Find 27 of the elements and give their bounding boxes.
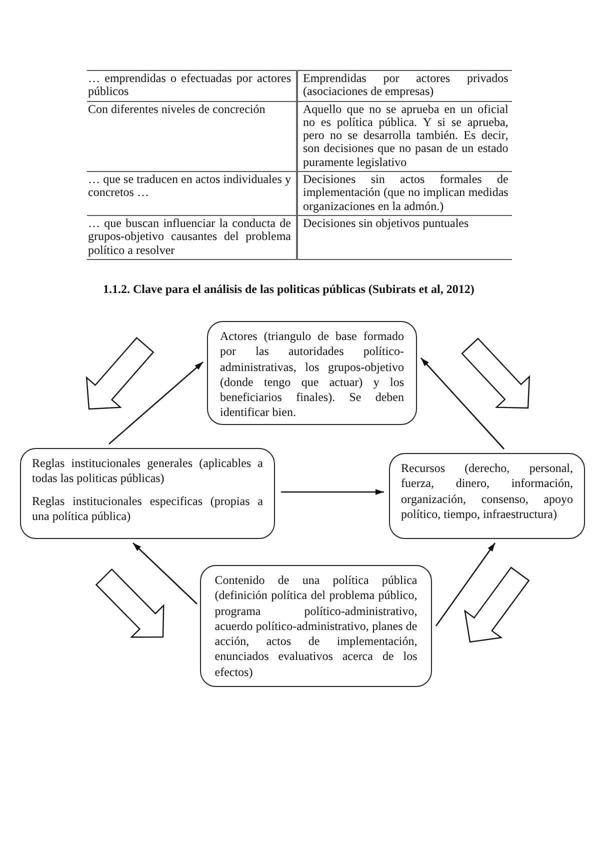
table-text: … emprendidas o efectuadas por actores públicos	[88, 72, 291, 99]
section-heading: 1.1.2. Clave para el análisis de las politicas públicas (Subirats et al, 2012)	[103, 282, 474, 296]
rounded-box	[389, 453, 585, 539]
box-text: Recursos (derecho, personal, fuerza, dinero, información, organización, consenso, apoyo político, tiempo, infraestructura)	[401, 461, 573, 522]
rounded-box	[20, 448, 275, 539]
box-text: Contenido de una política pública (definición política del problema público, programa político-administrativo, acuerdo político-administrativo, planes de acción, actos de implementación, enunciados evaluativos acerca de los efectos)	[214, 573, 418, 680]
block-arrow	[86, 336, 154, 410]
rounded-box	[207, 321, 417, 425]
table-text: Aquello que no se aprueba en un oficial no es política pública. Y si se aprueba, pero no se desarrolla también. Es decir, son decisiones que no pasan de un estado puramente legislativo	[303, 102, 508, 170]
table-text: Emprendidas por actores privados (asociaciones de empresas)	[303, 72, 508, 99]
table-text: … que se traducen en actos individuales y concretos …	[88, 173, 291, 200]
block-arrow	[461, 338, 530, 409]
arrow	[281, 489, 384, 495]
block-arrow	[95, 568, 164, 638]
arrow	[108, 362, 204, 444]
box-text: Reglas institucionales especificas (propias a una política pública)	[32, 494, 263, 524]
arrow	[420, 358, 504, 450]
block-arrow	[464, 566, 530, 643]
box-text: Reglas institucionales generales (aplicables a todas las politicas públicas)	[32, 456, 263, 487]
table-text: … que buscan influenciar la conducta de grupos-objetivo causantes del problema político a resolver	[88, 216, 291, 257]
box-text: Actores (triangulo de base formado por las autoridades político-administrativas, los grupos-objetivo (donde tengo que actuar) y los beneficiarios finales). Se deben identificar bien.	[220, 329, 404, 421]
table-text: Con diferentes niveles de concreción	[88, 102, 266, 116]
rounded-box	[200, 565, 432, 687]
table-text: Decisiones sin objetivos puntuales	[303, 216, 469, 230]
table-text: Decisiones sin actos formales de implementación (que no implican medidas organizaciones en la admón.)	[303, 173, 508, 213]
arrow	[132, 542, 198, 604]
arrow	[435, 542, 496, 626]
